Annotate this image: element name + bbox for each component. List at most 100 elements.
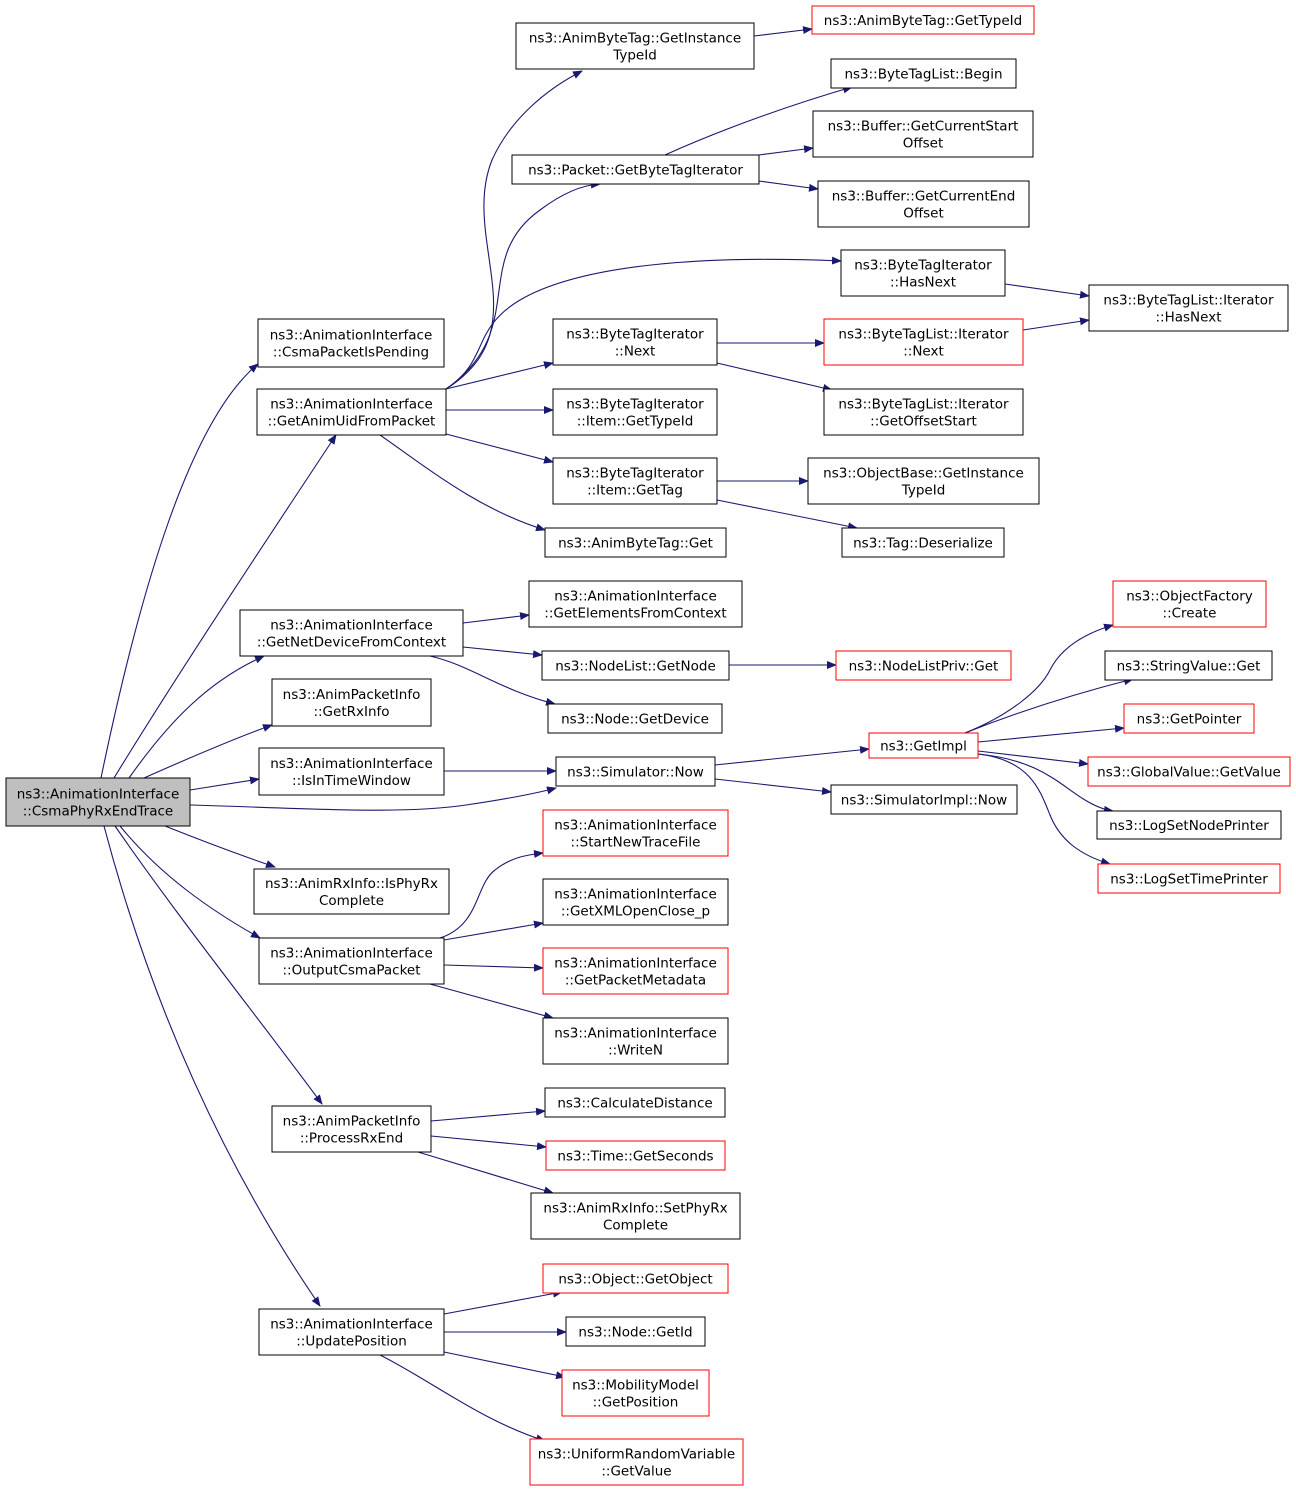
node-box	[807, 457, 1040, 505]
edge-simNow-to-getImpl	[714, 745, 870, 766]
node-isInTime[interactable]: ns3::AnimationInterface::IsInTimeWindow	[258, 747, 445, 796]
edge-updatePos-to-mobPos	[443, 1351, 566, 1380]
edge-getAnimUid-to-btiHasNext	[445, 256, 842, 390]
node-tagDeser[interactable]: ns3::Tag::Deserialize	[841, 527, 1005, 558]
node-label: ns3::GlobalValue::GetValue	[1097, 765, 1281, 781]
node-simNow[interactable]: ns3::Simulator::Now	[555, 756, 716, 787]
edge-btiItemTag-to-tagDeser	[716, 499, 858, 531]
edge-getImpl-to-logNode	[977, 753, 1114, 814]
edge-getImpl-to-getPointer	[977, 724, 1125, 743]
node-label: ns3::StringValue::Get	[1117, 659, 1261, 675]
node-nodeListPriv[interactable]: ns3::NodeListPriv::Get	[835, 650, 1012, 681]
node-box	[1096, 810, 1282, 840]
node-getPointer[interactable]: ns3::GetPointer	[1123, 703, 1255, 734]
node-label: ns3::ByteTagIterator	[566, 397, 704, 413]
node-label: ns3::Buffer::GetCurrentStart	[828, 119, 1019, 135]
node-label: ::ProcessRxEnd	[300, 1131, 403, 1147]
edge-getAnimUid-to-animGet	[379, 434, 546, 532]
node-uniformGet[interactable]: ns3::UniformRandomVariable::GetValue	[529, 1438, 744, 1486]
node-box	[271, 1105, 432, 1153]
node-nodeListGet[interactable]: ns3::NodeList::GetNode	[541, 650, 730, 681]
node-label: ::HasNext	[890, 275, 956, 291]
node-btiHasNext[interactable]: ns3::ByteTagIterator::HasNext	[840, 249, 1006, 297]
node-calcDist[interactable]: ns3::CalculateDistance	[544, 1087, 726, 1118]
node-getNetDev[interactable]: ns3::AnimationInterface::GetNetDeviceFro…	[239, 609, 464, 657]
node-getImpl[interactable]: ns3::GetImpl	[868, 732, 979, 759]
node-label: Complete	[319, 893, 384, 909]
node-btlItHasNext[interactable]: ns3::ByteTagList::Iterator::HasNext	[1088, 284, 1289, 332]
node-objFactory[interactable]: ns3::ObjectFactory::Create	[1112, 580, 1267, 628]
edge-getAnimUid-to-btiNext	[445, 361, 554, 390]
edge-getNetDev-to-nodeListGet	[462, 646, 543, 659]
node-csmaPending[interactable]: ns3::AnimationInterface::CsmaPacketIsPen…	[257, 318, 445, 368]
node-btiItemTag[interactable]: ns3::ByteTagIterator::Item::GetTag	[552, 457, 718, 505]
node-getRxInfo[interactable]: ns3::AnimPacketInfo::GetRxInfo	[271, 678, 432, 727]
node-label: ns3::AnimationInterface	[554, 589, 717, 605]
node-btiItemType[interactable]: ns3::ByteTagIterator::Item::GetTypeId	[552, 388, 718, 436]
node-label: ::GetNetDeviceFromContext	[257, 635, 446, 651]
node-getPktMeta[interactable]: ns3::AnimationInterface::GetPacketMetada…	[542, 947, 729, 995]
node-updatePos[interactable]: ns3::AnimationInterface::UpdatePosition	[258, 1308, 445, 1356]
node-nodeGetDev[interactable]: ns3::Node::GetDevice	[547, 703, 723, 734]
node-logNode[interactable]: ns3::LogSetNodePrinter	[1096, 810, 1282, 840]
node-label: ns3::AnimByteTag::GetTypeId	[824, 13, 1022, 29]
node-mobPos[interactable]: ns3::MobilityModel::GetPosition	[561, 1369, 710, 1417]
edge-root-to-isPhyRx	[164, 825, 276, 868]
node-btlItOffset[interactable]: ns3::ByteTagList::Iterator::GetOffsetSta…	[823, 388, 1024, 436]
node-getXml[interactable]: ns3::AnimationInterface::GetXMLOpenClose…	[542, 878, 729, 926]
node-startTrace[interactable]: ns3::AnimationInterface::StartNewTraceFi…	[542, 809, 729, 857]
edge-root-to-simNow	[189, 786, 557, 811]
node-box	[552, 388, 718, 436]
node-simImplNow[interactable]: ns3::SimulatorImpl::Now	[830, 784, 1018, 815]
edge-outputCsma-to-startTrace	[439, 850, 544, 939]
node-label: TypeId	[901, 483, 946, 499]
node-label: ns3::ByteTagList::Iterator	[1103, 293, 1274, 309]
node-box	[811, 5, 1035, 35]
node-box	[271, 678, 432, 727]
node-label: ns3::AnimationInterface	[270, 946, 433, 962]
edge-pktIter-to-bufEnd	[758, 180, 819, 192]
node-label: Complete	[603, 1218, 668, 1234]
node-globalVal[interactable]: ns3::GlobalValue::GetValue	[1087, 756, 1291, 787]
node-btiNext[interactable]: ns3::ByteTagIterator::Next	[552, 318, 718, 366]
node-label: ::Item::GetTypeId	[577, 414, 694, 430]
node-label: ns3::AnimPacketInfo	[283, 687, 421, 703]
node-btlItNext[interactable]: ns3::ByteTagList::Iterator::Next	[823, 318, 1024, 366]
node-box	[530, 1192, 741, 1240]
edge-btlItNext-to-btlItHasNext	[1022, 317, 1090, 331]
node-timeSec[interactable]: ns3::Time::GetSeconds	[545, 1140, 726, 1171]
node-processRx[interactable]: ns3::AnimPacketInfo::ProcessRxEnd	[271, 1105, 432, 1153]
node-label: ::Next	[615, 344, 656, 360]
node-writeN[interactable]: ns3::AnimationInterface::WriteN	[542, 1017, 729, 1065]
edge-getAnimUid-to-pktIter	[445, 180, 601, 390]
edge-processRx-to-calcDist	[430, 1107, 546, 1122]
node-animGet[interactable]: ns3::AnimByteTag::Get	[544, 527, 727, 558]
node-getAnimUid[interactable]: ns3::AnimationInterface::GetAnimUidFromP…	[256, 388, 447, 436]
node-label: ns3::AnimationInterface	[554, 1026, 717, 1042]
edge-root-to-getNetDev	[128, 655, 265, 779]
node-label: ns3::Buffer::GetCurrentEnd	[832, 189, 1016, 205]
node-logTime[interactable]: ns3::LogSetTimePrinter	[1097, 863, 1281, 894]
node-label: ns3::ByteTagIterator	[854, 258, 992, 274]
node-label: ::Item::GetTag	[587, 483, 683, 499]
node-getElements[interactable]: ns3::AnimationInterface::GetElementsFrom…	[528, 580, 743, 628]
node-pktIter[interactable]: ns3::Packet::GetByteTagIterator	[511, 154, 760, 185]
node-animType[interactable]: ns3::AnimByteTag::GetTypeId	[811, 5, 1035, 35]
node-label: ns3::AnimationInterface	[270, 1317, 433, 1333]
node-btlBegin[interactable]: ns3::ByteTagList::Begin	[830, 58, 1017, 89]
node-objGetObj[interactable]: ns3::Object::GetObject	[542, 1263, 729, 1294]
node-label: ns3::AnimByteTag::GetInstance	[529, 31, 741, 47]
node-strValGet[interactable]: ns3::StringValue::Get	[1104, 650, 1273, 681]
edge-pktIter-to-btlBegin	[664, 85, 853, 156]
node-nodeGetId[interactable]: ns3::Node::GetId	[565, 1316, 706, 1347]
node-outputCsma[interactable]: ns3::AnimationInterface::OutputCsmaPacke…	[258, 937, 445, 985]
node-box	[561, 1369, 710, 1417]
edges-layer	[100, 26, 1134, 1443]
node-box	[840, 249, 1006, 297]
